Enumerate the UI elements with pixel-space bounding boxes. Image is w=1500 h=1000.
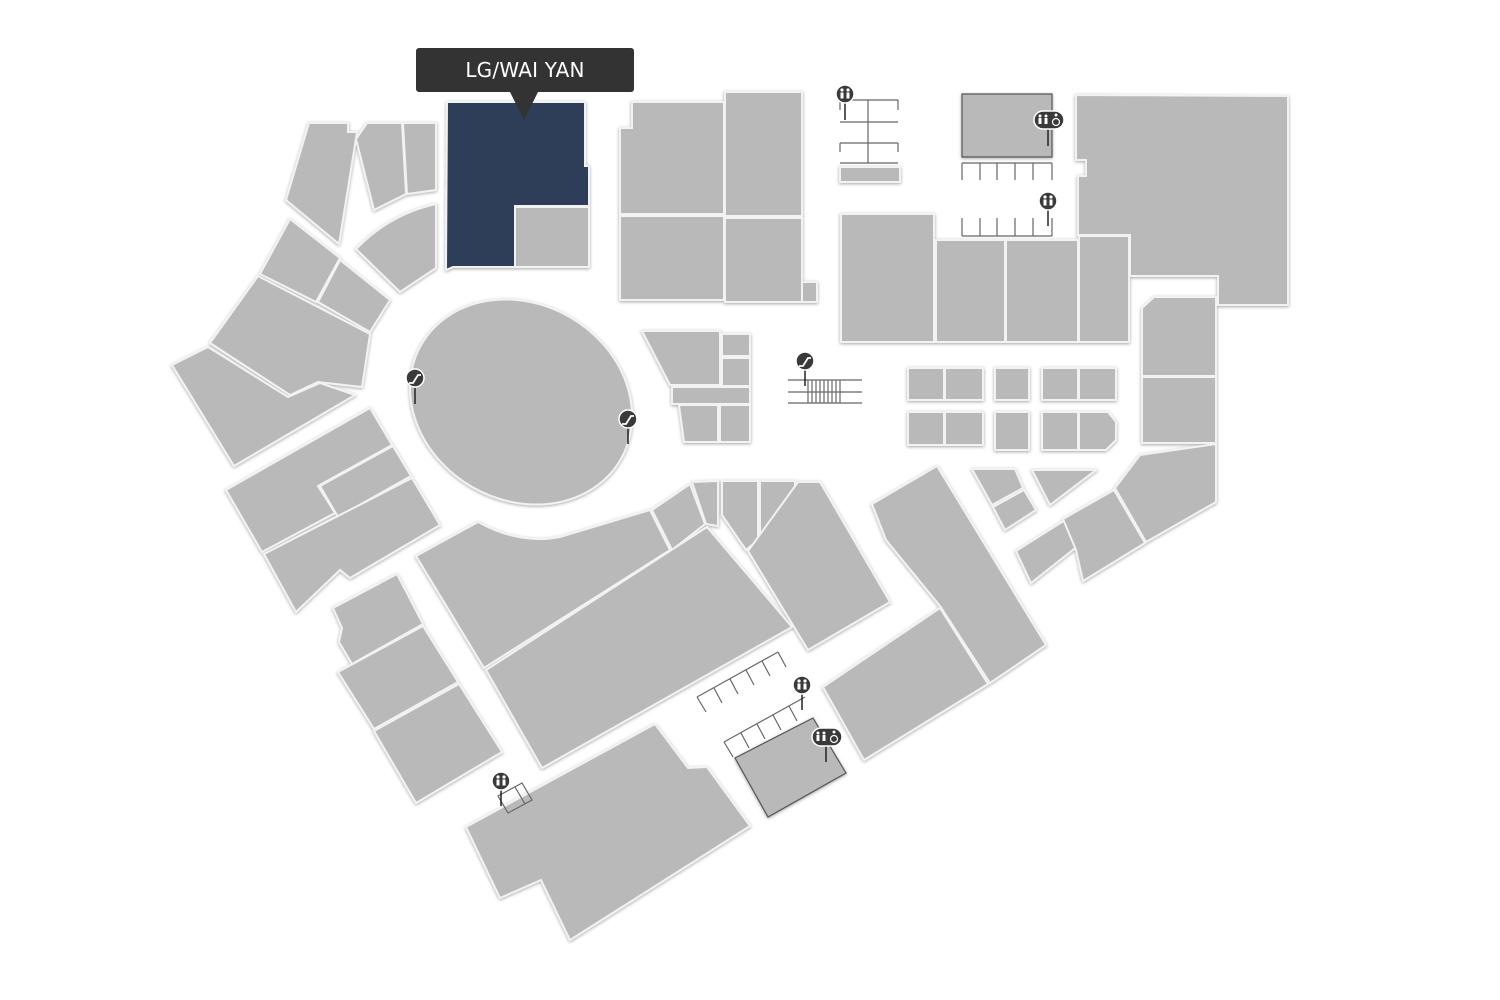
shop[interactable]: [354, 202, 437, 294]
shop[interactable]: [690, 479, 719, 528]
selected-shop-label: LG/WAI YAN: [465, 58, 585, 82]
shop[interactable]: [721, 480, 759, 552]
shop[interactable]: [821, 606, 990, 762]
shop[interactable]: [372, 682, 504, 805]
kiosk[interactable]: [1078, 367, 1117, 401]
tooltip-pointer: [510, 92, 538, 120]
shop[interactable]: [514, 206, 590, 268]
shop[interactable]: [870, 464, 1048, 685]
escalator-icon[interactable]: [795, 351, 815, 386]
selected-shop-tooltip: LG/WAI YAN: [416, 48, 634, 92]
shop[interactable]: [970, 468, 1025, 507]
kiosk[interactable]: [907, 411, 945, 446]
shop[interactable]: [284, 122, 359, 246]
shop[interactable]: [354, 122, 408, 212]
shop[interactable]: [724, 217, 803, 303]
shop[interactable]: [224, 406, 394, 554]
kiosk[interactable]: [907, 367, 945, 401]
toilet-icon[interactable]: [1038, 191, 1058, 226]
shop[interactable]: [316, 258, 392, 334]
shop[interactable]: [1005, 239, 1079, 343]
central-atrium[interactable]: [372, 260, 669, 545]
shop[interactable]: [619, 215, 725, 301]
shop[interactable]: [1061, 488, 1147, 583]
toilet-block: [961, 93, 1053, 158]
toilet-icon[interactable]: [792, 675, 812, 710]
shop[interactable]: [801, 281, 818, 303]
shop[interactable]: [1141, 376, 1217, 444]
shop[interactable]: [671, 386, 751, 405]
toilet-icon[interactable]: [835, 84, 855, 120]
escalator-icon[interactable]: [618, 409, 638, 444]
shop[interactable]: [991, 488, 1038, 532]
accessible-toilet-icon[interactable]: [1033, 110, 1065, 146]
kiosk[interactable]: [1041, 411, 1079, 451]
shop[interactable]: [746, 481, 892, 652]
shop[interactable]: [839, 166, 901, 183]
kiosk[interactable]: [1041, 367, 1079, 401]
shop[interactable]: [258, 217, 342, 304]
shop[interactable]: [619, 101, 725, 215]
shop[interactable]: [640, 330, 721, 386]
kiosk[interactable]: [994, 411, 1030, 451]
shop[interactable]: [1113, 442, 1217, 544]
kiosk[interactable]: [944, 367, 984, 401]
parking-bays: [497, 99, 1053, 814]
shop[interactable]: [719, 404, 751, 443]
shop[interactable]: [935, 239, 1006, 343]
shop[interactable]: [484, 525, 794, 770]
shop[interactable]: [721, 357, 751, 387]
kiosk[interactable]: [944, 411, 984, 446]
shop[interactable]: [262, 476, 442, 614]
shop[interactable]: [677, 404, 719, 443]
shop[interactable]: [170, 345, 358, 468]
shop[interactable]: [414, 508, 672, 670]
shop[interactable]: [1141, 296, 1217, 377]
escalator-icon[interactable]: [405, 368, 425, 404]
shop[interactable]: [336, 624, 460, 731]
amenity-pins: [405, 84, 1065, 806]
toilet-icon[interactable]: [491, 771, 511, 806]
kiosk[interactable]: [994, 367, 1030, 401]
shop[interactable]: [208, 274, 372, 397]
shop[interactable]: [724, 91, 803, 217]
kiosk[interactable]: [1078, 411, 1117, 451]
shop[interactable]: [721, 333, 751, 357]
shop[interactable]: [464, 722, 752, 942]
shop[interactable]: [840, 213, 935, 343]
shop[interactable]: [401, 122, 437, 196]
accessible-toilet-icon[interactable]: [811, 727, 843, 762]
shop[interactable]: [1030, 469, 1099, 507]
shop[interactable]: [1078, 235, 1130, 343]
shop[interactable]: [318, 444, 413, 519]
